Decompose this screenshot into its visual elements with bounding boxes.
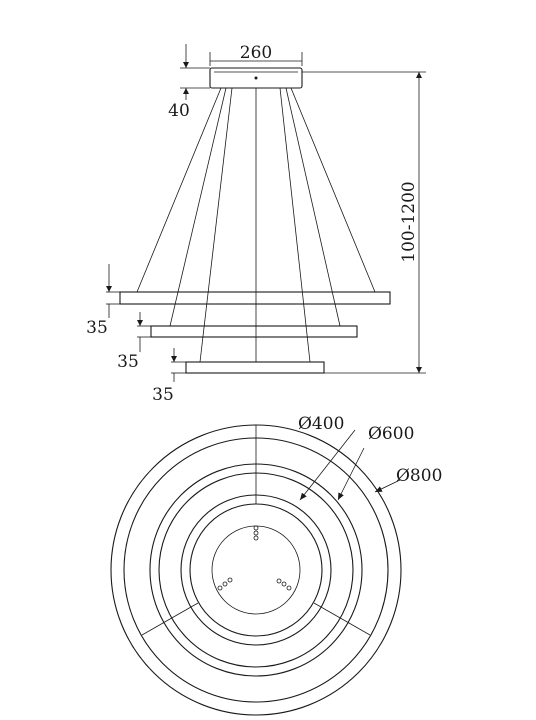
canopy-height-label: 40: [168, 101, 190, 121]
canopy-width-label: 260: [240, 43, 272, 63]
ring-height-label-3: 35: [152, 385, 174, 405]
center-disc: [211, 525, 301, 615]
diameter-label-600: Ø600: [368, 424, 414, 444]
ring-height-label-2: 35: [117, 352, 139, 372]
top-view: Ø400 Ø600 Ø800: [110, 414, 442, 716]
diameter-label-800: Ø800: [396, 466, 442, 486]
canopy: [209, 67, 303, 89]
ring-height-dimension-3: 35: [152, 348, 186, 405]
canopy-width-dimension: 260: [209, 43, 303, 66]
suspension-length-dimension: 100-1200: [302, 71, 426, 374]
diameter-label-400: Ø400: [298, 414, 344, 434]
attachment-points: [217, 525, 292, 591]
side-view: 260 40: [86, 43, 426, 405]
ring-medium-side: [150, 325, 358, 338]
ring-height-dimension-2: 35: [117, 312, 151, 372]
ring-inner-top: [180, 494, 332, 646]
support-spokes: [141, 425, 371, 636]
ring-large-side: [119, 291, 391, 305]
ring-height-dimension-1: 35: [86, 264, 120, 338]
diameter-leaders: [299, 429, 401, 501]
canopy-height-dimension: 40: [168, 44, 210, 121]
suspension-length-label: 100-1200: [399, 181, 419, 262]
suspension-wires: [136, 87, 376, 363]
ring-small-side: [185, 361, 325, 374]
ring-height-label-1: 35: [86, 318, 108, 338]
